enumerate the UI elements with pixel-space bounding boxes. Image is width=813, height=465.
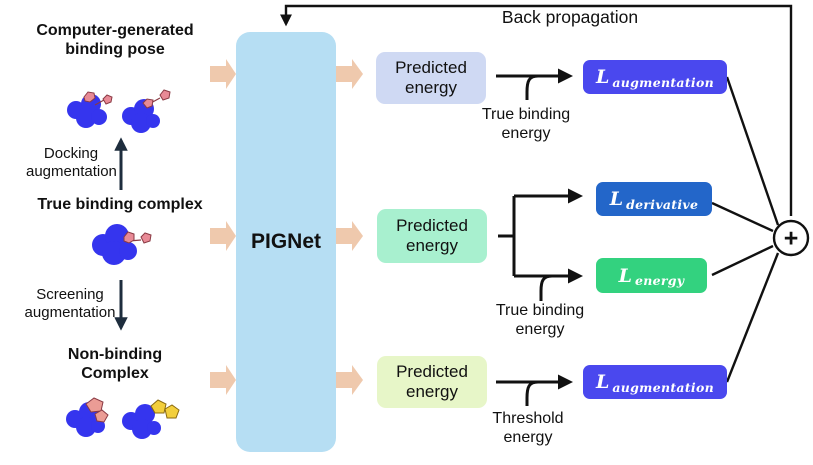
pignet-label: PIGNet <box>250 229 321 253</box>
predicted-energy-box-top: Predicted energy <box>376 52 486 104</box>
sum-circle <box>772 219 810 257</box>
docking-augmentation-label: Docking augmentation <box>26 145 117 180</box>
input-flow-arrows <box>210 59 236 395</box>
predicted-energy-box-bottom: Predicted energy <box>377 356 487 408</box>
protein-ligand-icon-top-b <box>122 89 171 133</box>
loss-subscript: derivative <box>626 196 699 212</box>
true-binding-energy-label-middle: True binding energy <box>495 302 585 338</box>
predicted-energy-box-middle: Predicted energy <box>377 209 487 263</box>
loss-subscript: augmentation <box>612 379 714 395</box>
pignet-block: PIGNet <box>236 32 336 452</box>
loss-subscript: energy <box>634 273 685 288</box>
loss-to-sum-lines <box>711 76 780 383</box>
true-binding-complex-heading: True binding complex <box>37 196 203 213</box>
loss-symbol: L <box>596 371 610 393</box>
non-binding-complex-heading: Non-binding Complex <box>67 346 163 382</box>
threshold-energy-label: Threshold energy <box>492 410 564 446</box>
protein-ligand-icon-bottom-a <box>66 397 109 437</box>
screening-augmentation-label: Screening augmentation <box>24 286 116 321</box>
protein-ligand-icon-bottom-b <box>122 399 180 439</box>
loss-symbol: L <box>609 188 624 210</box>
true-binding-energy-label-top: True binding energy <box>481 106 571 142</box>
loss-subscript: augmentation <box>612 74 714 90</box>
protein-ligand-icon-middle <box>92 224 152 265</box>
computer-generated-pose-heading: Computer-generated binding pose <box>36 22 194 58</box>
output-flow-arrows <box>336 59 363 395</box>
sum-symbol: + <box>784 225 799 253</box>
loss-symbol: L <box>596 66 610 88</box>
protein-ligand-icon-top-a <box>67 91 113 128</box>
backprop-line <box>280 4 793 216</box>
loss-symbol: L <box>618 264 632 287</box>
back-propagation-label: Back propagation <box>501 7 639 27</box>
